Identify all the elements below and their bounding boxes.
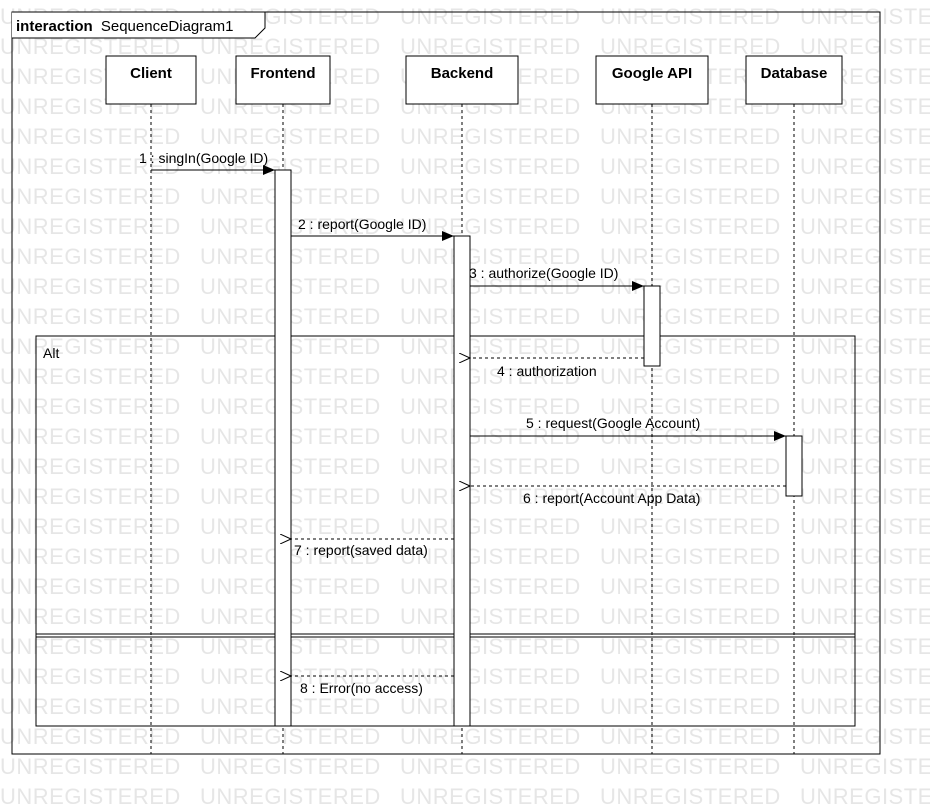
frame-keyword: interaction <box>16 18 93 35</box>
message-5[interactable]: 5 : request(Google Account) <box>470 415 786 441</box>
frame-label-tab <box>12 11 266 39</box>
message-5-label: 5 : request(Google Account) <box>526 415 700 431</box>
activation-google-api <box>643 285 661 367</box>
message-1[interactable]: 1 : singIn(Google ID) <box>139 150 275 175</box>
message-4[interactable]: 4 : authorization <box>470 358 644 379</box>
lifeline-client-name: Client <box>130 65 172 82</box>
lifeline-database[interactable]: Database <box>745 55 843 105</box>
frame-title: SequenceDiagram1 <box>101 18 234 35</box>
message-3-label: 3 : authorize(Google ID) <box>469 265 618 281</box>
lifeline-client[interactable]: Client <box>105 55 197 105</box>
message-4-label: 4 : authorization <box>497 363 597 379</box>
lifeline-backend[interactable]: Backend <box>405 55 519 105</box>
alt-fragment <box>35 335 856 727</box>
message-8[interactable]: 8 : Error(no access) <box>291 676 454 696</box>
lifeline-database-name: Database <box>761 65 828 82</box>
lifeline-google-api-name: Google API <box>612 65 692 82</box>
lifeline-frontend[interactable]: Frontend <box>235 55 331 105</box>
message-3[interactable]: 3 : authorize(Google ID) <box>469 265 644 291</box>
lifeline-frontend-box <box>235 55 331 105</box>
lifeline-google-api-box <box>595 55 709 105</box>
frame-label: interaction SequenceDiagram1 <box>16 18 233 35</box>
lifeline-frontend-name: Frontend <box>251 65 316 82</box>
interaction-frame <box>11 11 881 755</box>
lifeline-database-box <box>745 55 843 105</box>
lifeline-client-box <box>105 55 197 105</box>
message-6[interactable]: 6 : report(Account App Data) <box>470 486 786 506</box>
activation-backend <box>453 235 471 727</box>
lifeline-backend-name: Backend <box>431 65 494 82</box>
lifeline-backend-box <box>405 55 519 105</box>
message-7-label: 7 : report(saved data) <box>294 542 428 558</box>
alt-operator-label: Alt <box>43 345 59 361</box>
message-2[interactable]: 2 : report(Google ID) <box>291 216 454 241</box>
message-7[interactable]: 7 : report(saved data) <box>291 539 454 558</box>
lifeline-google-api[interactable]: Google API <box>595 55 709 105</box>
message-2-label: 2 : report(Google ID) <box>298 216 426 232</box>
activation-database <box>785 435 803 497</box>
message-1-label: 1 : singIn(Google ID) <box>139 150 268 166</box>
activation-frontend <box>274 169 292 727</box>
message-6-label: 6 : report(Account App Data) <box>523 490 700 506</box>
message-8-label: 8 : Error(no access) <box>300 680 423 696</box>
